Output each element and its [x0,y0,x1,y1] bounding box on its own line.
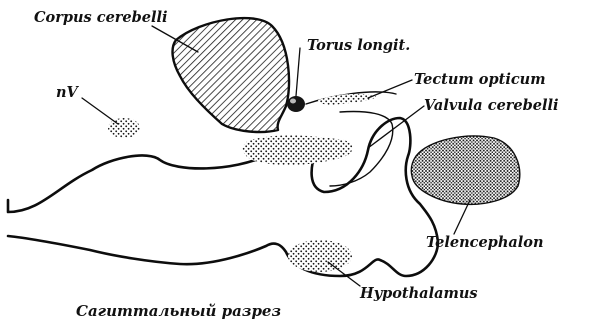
torus-longitudinalis-highlight [290,99,296,104]
torus-longit-leader [296,48,300,96]
valvula-cerebelli-granular-region [243,135,353,165]
hypothalamus-label: Hypothalamus [359,285,478,302]
telencephalon-label: Telencephalon [426,234,543,251]
torus-longitudinalis-region [287,96,305,112]
brain-outline [8,118,438,276]
corpus-cerebelli-label: Corpus cerebelli [34,9,168,26]
telencephalon-leader [454,200,470,234]
tectum-opticum-label: Tectum opticum [414,71,546,88]
torus-longit-label: Torus longit. [307,37,410,54]
corpus-cerebelli-region [173,18,290,132]
tectum-opticum-leader [368,80,412,98]
nv-leader [82,98,118,124]
valvula-cerebelli-label: Valvula cerebelli [424,97,559,114]
tectum-opticum-granular-strip [318,94,376,105]
hypothalamus-region [288,240,352,272]
valvula-cerebelli-leader [368,106,424,148]
nv-label: nV [56,84,80,101]
figure-caption: Сагиттальный разрез [76,302,281,320]
telencephalon-region [411,136,520,204]
